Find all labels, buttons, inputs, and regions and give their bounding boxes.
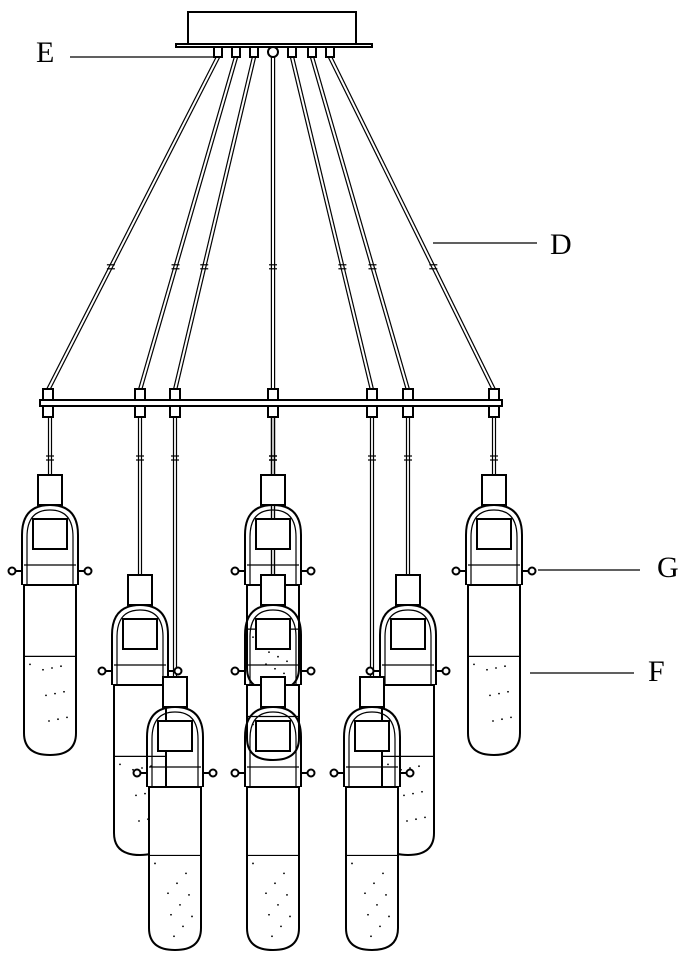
bar-connector — [134, 388, 146, 418]
cable-anchor — [287, 46, 297, 58]
cable-anchor — [307, 46, 317, 58]
bar-connector — [366, 388, 378, 418]
bar-connector — [488, 388, 500, 418]
cable — [46, 55, 220, 392]
drop-rod — [136, 417, 144, 575]
pendant-lamp — [451, 474, 537, 757]
pendant-lamp — [230, 676, 316, 952]
bar-connectors — [42, 388, 500, 418]
bar-connector — [42, 388, 54, 418]
cable — [309, 56, 411, 391]
cable-anchor — [325, 46, 335, 58]
cable-anchor — [267, 46, 279, 58]
callout-d: D — [550, 228, 572, 261]
drop-rod — [404, 417, 412, 575]
cable-anchor — [249, 46, 259, 58]
suspension-cables — [46, 55, 496, 392]
pendants — [7, 417, 537, 952]
drop-rod — [269, 417, 277, 475]
callout-f: F — [648, 655, 665, 688]
cable-anchor — [231, 46, 241, 58]
callout-e: E — [36, 36, 54, 69]
cable-anchor — [213, 46, 223, 58]
bar-connector — [402, 388, 414, 418]
drop-rod — [171, 417, 179, 677]
bar-connector — [169, 388, 181, 418]
cable — [269, 57, 277, 390]
ceiling-canopy — [175, 11, 373, 48]
callout-g: G — [657, 551, 679, 584]
cable — [328, 56, 496, 391]
pendant-lamp — [7, 474, 93, 757]
leader-lines — [70, 56, 640, 674]
cable — [289, 56, 375, 391]
cable-anchors — [213, 46, 335, 58]
cable — [137, 56, 239, 391]
bar-connector — [267, 388, 279, 418]
drop-rod — [490, 417, 498, 475]
pendant-lamp — [329, 676, 415, 952]
pendant-lamp — [132, 676, 218, 952]
drop-rod — [368, 417, 376, 677]
drop-rod — [46, 417, 54, 475]
cable — [172, 56, 257, 391]
